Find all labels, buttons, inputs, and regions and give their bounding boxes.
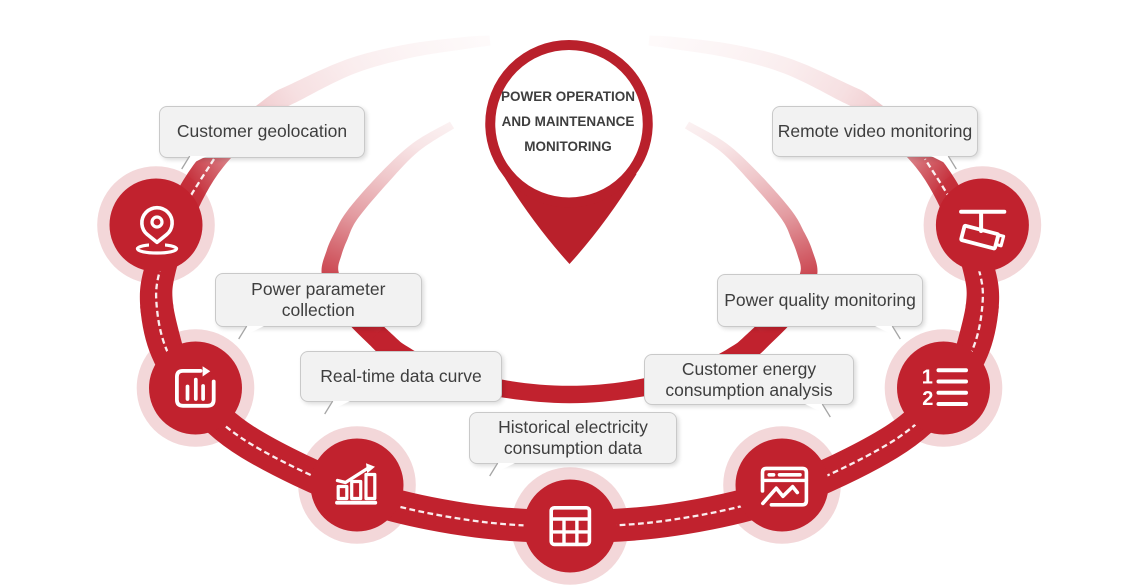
svg-text:2: 2 <box>922 388 933 410</box>
svg-text:1: 1 <box>922 366 933 388</box>
